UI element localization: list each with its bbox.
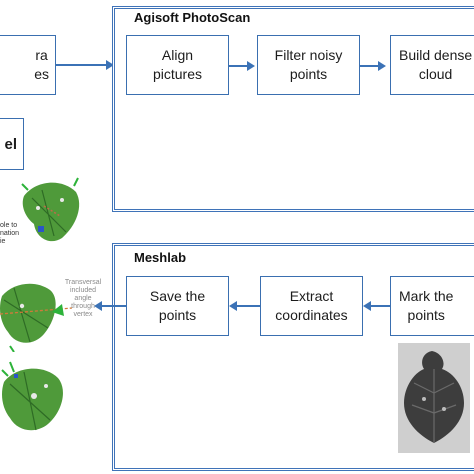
leaf-annotation-2: Transversal included angle through verte… (64, 279, 102, 318)
leaf-model-2 (0, 276, 73, 353)
save-the-points-box: Save the points (126, 276, 229, 336)
meshlab-title: Meshlab (134, 250, 187, 265)
build-dense-cloud-box: Build dense cloud (390, 35, 474, 95)
arrow-head (363, 301, 371, 311)
extract-coordinates-box: Extract coordinates (260, 276, 363, 336)
arrow (370, 305, 390, 307)
arrow-head (378, 61, 386, 71)
arrow-to-photoscan (56, 64, 108, 66)
align-pictures-box: Align pictures (126, 35, 229, 95)
leaf-model-3 (0, 360, 72, 440)
arrow-to-left-head (94, 301, 102, 311)
camera-pictures-box: ra es (0, 35, 56, 95)
arrow (360, 65, 380, 67)
arrow-head (229, 301, 237, 311)
filter-noisy-points-box: Filter noisy points (257, 35, 360, 95)
mark-the-points-box: Mark the points (390, 276, 474, 336)
leaf-annotation-1: ole to nation ie (0, 222, 20, 245)
arrow-head (247, 61, 255, 71)
leaf-model-1 (14, 176, 86, 248)
arrow-to-left (101, 305, 126, 307)
model-box: el (0, 118, 24, 170)
leaf-photo (398, 343, 470, 453)
arrow (229, 65, 249, 67)
arrow-head (106, 60, 114, 70)
photoscan-title: Agisoft PhotoScan (134, 10, 251, 25)
arrow (236, 305, 260, 307)
